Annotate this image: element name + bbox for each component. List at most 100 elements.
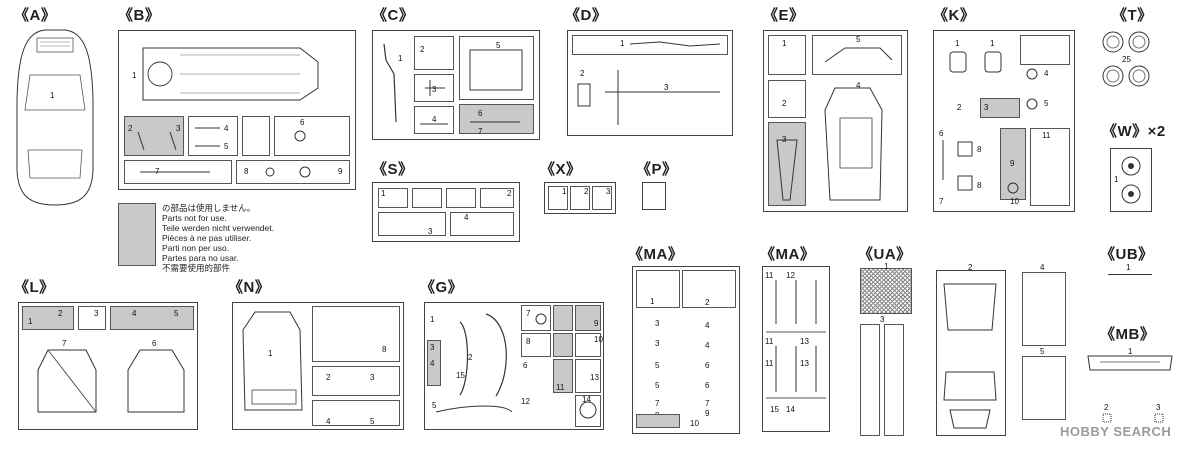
part-number: 1 <box>28 317 33 326</box>
part-number: 6 <box>300 118 305 127</box>
part-number: 5 <box>432 401 437 410</box>
sprue-cell <box>636 270 680 308</box>
sprue-cell <box>414 36 454 70</box>
part-number: 3 <box>176 124 181 133</box>
part-number: 14 <box>582 395 591 404</box>
part-number: 7 <box>526 309 531 318</box>
part-number: 3 <box>782 135 787 144</box>
sprue-cell <box>592 186 612 210</box>
part-number: 3 <box>430 343 435 352</box>
part-number: 8 <box>244 167 249 176</box>
part-number: 9 <box>1010 159 1015 168</box>
part-number: 2 <box>782 99 787 108</box>
part-number: 2 <box>580 69 585 78</box>
part-number: 2 <box>957 103 962 112</box>
part-number: 15 <box>456 371 465 380</box>
unused-cell <box>427 340 441 386</box>
part-number: 7 <box>939 197 944 206</box>
sprue-label-p: 《P》 <box>636 161 678 178</box>
part-number: 5 <box>174 309 179 318</box>
part-number: 1 <box>268 349 273 358</box>
unused-cell <box>22 306 74 330</box>
part-number: 7 <box>62 339 67 348</box>
part-number: 5 <box>496 41 501 50</box>
clear-sheet <box>1022 356 1066 420</box>
sprue-label-c: 《C》 <box>372 7 415 24</box>
part-number: 3 <box>428 227 433 236</box>
sprue-label-d: 《D》 <box>565 7 608 24</box>
part-number: 1 <box>650 297 655 306</box>
sprue-label-g: 《G》 <box>420 279 464 296</box>
part-number: 1 <box>884 262 889 271</box>
part-number: 9 <box>338 167 343 176</box>
sprue-label-e: 《E》 <box>763 7 805 24</box>
part-number: 3 <box>94 309 99 318</box>
sprue-label-t: 《T》 <box>1112 7 1153 24</box>
unused-parts-swatch <box>118 203 156 266</box>
part-number: 11 <box>765 359 774 368</box>
part-number: 3 <box>606 187 611 196</box>
part-number: 14 <box>786 405 795 414</box>
sprue-cell <box>378 188 408 208</box>
part-number: 8 <box>526 337 531 346</box>
part-number: 1 <box>782 39 787 48</box>
unused-cell <box>1000 128 1026 200</box>
part-number: 10 <box>1010 197 1019 206</box>
legend-line: Pièces à ne pas utiliser. <box>162 233 252 243</box>
unused-cell <box>553 359 573 393</box>
part-number: 3 <box>432 85 437 94</box>
part-number: 2 <box>468 353 473 362</box>
legend-line: Parts not for use. <box>162 213 227 223</box>
part-number: 11 <box>765 271 774 280</box>
sprue-cell <box>412 188 442 208</box>
part-number: 3 <box>655 339 660 348</box>
sprue-cell <box>572 35 728 55</box>
part-number: 11 <box>765 337 774 346</box>
sprue-label-a: 《A》 <box>14 7 57 24</box>
part-number: 4 <box>705 321 710 330</box>
legend-line: Parti non per uso. <box>162 243 230 253</box>
part-number: 4 <box>464 213 469 222</box>
part-number: 5 <box>1040 347 1045 356</box>
sprue-label-n: 《N》 <box>228 279 271 296</box>
part-number: 5 <box>370 417 375 426</box>
sprue-label-ma-2: 《MA》 <box>760 246 816 263</box>
part-number: 3 <box>370 373 375 382</box>
sprue-cell <box>575 395 601 427</box>
sprue-frame-w <box>1110 148 1152 212</box>
part-number: 13 <box>800 359 809 368</box>
part-number: 1 <box>430 315 435 324</box>
part-number: 1 <box>50 91 55 100</box>
part-number: 1 <box>1114 175 1119 184</box>
part-number: 6 <box>705 381 710 390</box>
part-number: 4 <box>132 309 137 318</box>
sprue-cell <box>242 116 270 156</box>
part-number: 2 <box>507 189 512 198</box>
sprue-cell <box>450 212 514 236</box>
part-number: 2 <box>326 373 331 382</box>
sprue-label-x: 《X》 <box>540 161 582 178</box>
sprue-label-s: 《S》 <box>372 161 414 178</box>
part-number: 6 <box>478 109 483 118</box>
part-number: 1 <box>132 71 137 80</box>
part-number: 13 <box>800 337 809 346</box>
part-number: 15 <box>770 405 779 414</box>
part-number: 4 <box>1040 263 1045 272</box>
sprue-cell <box>378 212 446 236</box>
part-number: 5 <box>224 142 229 151</box>
unused-cell <box>636 414 680 428</box>
part-number: 4 <box>1044 69 1049 78</box>
part-number: 1 <box>990 39 995 48</box>
part-number: 3 <box>880 315 885 324</box>
legend-line: Teile werden nicht verwendet. <box>162 223 274 233</box>
sprue-cell <box>446 188 476 208</box>
sprue-cell <box>274 116 350 156</box>
clear-sheet <box>1022 272 1066 346</box>
sprue-cell <box>312 306 400 362</box>
